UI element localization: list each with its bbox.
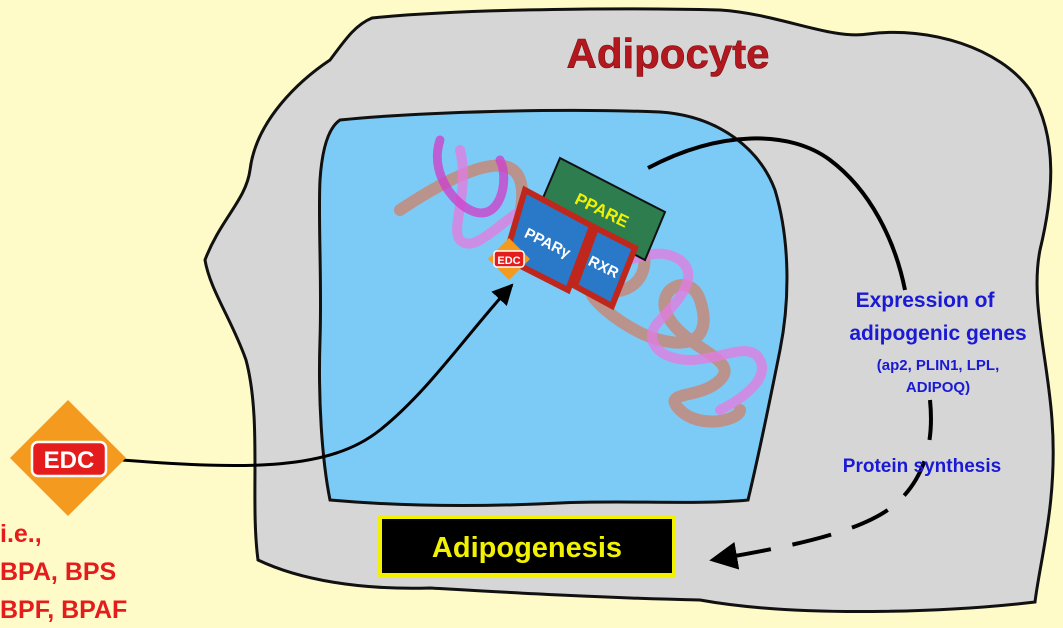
expression-curve xyxy=(647,136,907,291)
dna-strand-magenta-2 xyxy=(432,135,509,218)
expression-line-1: Expression of xyxy=(856,289,996,312)
protein-synthesis-label: Protein synthesis xyxy=(843,456,1001,477)
genes-line-1: (ap2, PLIN1, LPL, xyxy=(877,357,1000,374)
edc-bound-label: EDC xyxy=(497,255,520,267)
genes-line-2: ADIPOQ) xyxy=(906,379,970,396)
edc-outside-badge xyxy=(30,440,108,478)
examples-line-1: i.e., xyxy=(0,520,42,548)
adipogenesis-box xyxy=(378,515,676,577)
dna-strand-magenta xyxy=(452,145,767,415)
edc-entry-arrow xyxy=(121,283,514,468)
edc-bound-badge xyxy=(493,250,525,268)
expression-line-2: adipogenic genes xyxy=(849,322,1026,345)
examples-line-3: BPF, BPAF xyxy=(0,596,127,624)
ppar-gamma-block xyxy=(501,185,596,295)
rxr-block xyxy=(571,223,639,311)
ppare-box xyxy=(538,156,667,262)
nucleus xyxy=(317,108,789,508)
cell-title: Adipocyte xyxy=(566,30,769,77)
examples-line-2: BPA, BPS xyxy=(0,558,116,586)
adipogenesis-label: Adipogenesis xyxy=(432,532,622,564)
edc-outside-label: EDC xyxy=(44,447,95,474)
